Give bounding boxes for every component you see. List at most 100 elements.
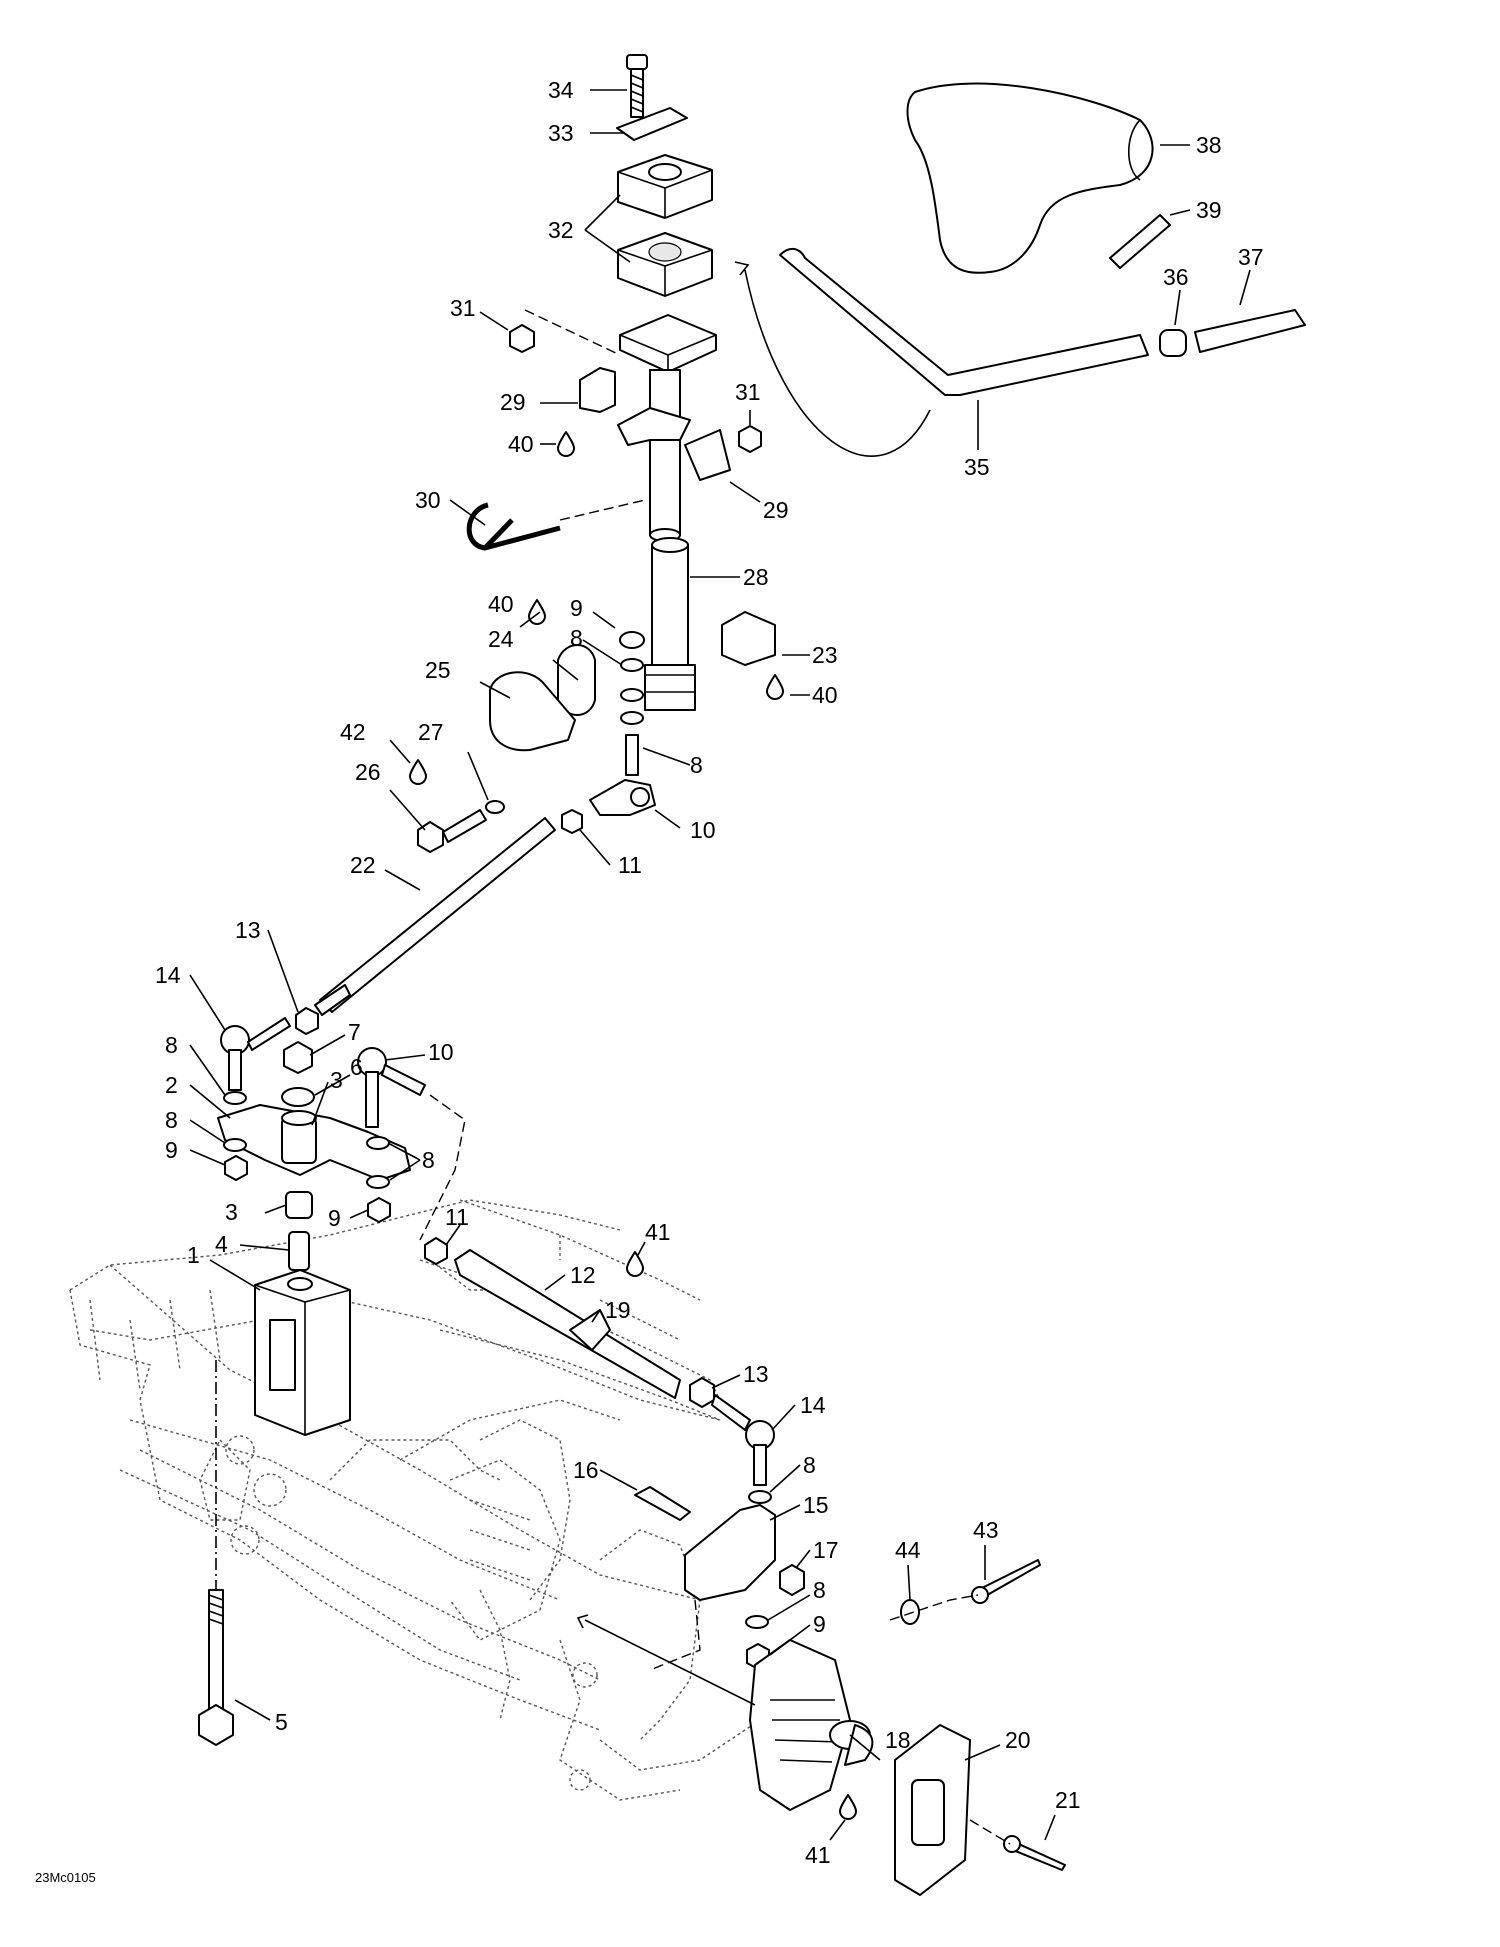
parts [198,54,1306,1896]
callout-9-bottom: 9 [813,1611,826,1637]
callout-41-lower: 41 [805,1842,831,1868]
callout-35: 35 [964,454,990,480]
nut-9 [619,631,645,649]
callout-28: 28 [743,564,769,590]
washer-8-bottom [745,1615,769,1629]
nut-9-arm-left [224,1155,248,1181]
callout-8-bottom: 8 [813,1577,826,1603]
assembly-arrow [744,269,931,457]
leader-lines [189,89,1251,1841]
callout-13-upper: 13 [235,917,261,943]
callout-10-lower: 10 [428,1039,454,1065]
callout-3-lower: 3 [225,1199,238,1225]
callout-41-upper: 41 [645,1219,671,1245]
callout-21: 21 [1055,1787,1081,1813]
spacer-4 [288,1231,310,1271]
callout-1: 1 [187,1242,200,1268]
callout-14-upper: 14 [155,962,181,988]
callout-11-lower: 11 [445,1204,469,1230]
callout-27: 27 [418,719,444,745]
callout-8-right: 8 [422,1147,435,1173]
washer-27 [485,800,505,814]
callout-32: 32 [548,217,574,243]
callout-29: 29 [500,389,526,415]
callout-44: 44 [895,1537,921,1563]
grease-drop-40-c [766,674,784,700]
bushing-29-mid [617,407,691,446]
assembly-line-44-43 [889,1594,979,1621]
callout-29-right: 29 [763,497,789,523]
clamp-25 [489,671,576,752]
callout-11-upper: 11 [618,852,642,878]
callout-9-left: 9 [165,1137,178,1163]
callout-16: 16 [573,1457,599,1483]
callout-24: 24 [488,626,514,652]
washer-44 [900,1599,920,1625]
chassis-frame [69,1199,761,1801]
steering-boot-18 [749,1639,874,1811]
callout-40-mid: 40 [488,591,514,617]
washer-8-mid [620,688,644,702]
bushing-24 [557,644,596,716]
bushing-29-right [684,429,731,481]
steering-column [619,314,717,542]
callout-19: 19 [605,1297,631,1323]
grease-drop-42 [409,759,427,785]
washer-8-arm-right [366,1136,390,1150]
callout-25: 25 [425,657,451,683]
callout-6: 6 [350,1054,363,1080]
callout-34: 34 [548,77,574,103]
callout-31-right: 31 [735,379,761,405]
callout-13-lower: 13 [743,1361,769,1387]
bushing-23 [721,611,776,666]
callout-8-left-top: 8 [165,1032,178,1058]
callout-31: 31 [450,295,476,321]
nut-13-upper [295,1007,319,1035]
callout-labels: 34 33 32 31 29 40 31 29 30 28 38 39 37 3… [35,77,1264,1885]
callout-26: 26 [355,759,381,785]
nut-11-upper [561,809,583,834]
callout-18: 18 [885,1727,911,1753]
handlebar-clamp-32 [617,154,713,297]
nut-31-left [509,324,535,353]
callout-2: 2 [165,1072,178,1098]
callout-22: 22 [350,852,376,878]
callout-42: 42 [340,719,366,745]
callout-38: 38 [1196,132,1222,158]
bushing-29-left [579,367,616,413]
assembly-arrow-boot [584,1619,756,1706]
washer-8-lower [620,711,644,725]
column-arm-15 [684,1504,776,1601]
washer-8-arm-right-lower [366,1175,390,1189]
washer-8-upper [620,658,644,672]
assembly-line-10-11 [419,1094,466,1241]
tie-rod-12 [454,1249,681,1399]
callout-23: 23 [812,642,838,668]
washer-8-arm-left-top [223,1091,247,1105]
nut-13-lower [689,1377,715,1408]
bolt-16 [634,1486,691,1521]
callout-5: 5 [275,1709,288,1735]
callout-8-lower: 8 [803,1452,816,1478]
nut-11-lower [424,1237,448,1265]
sleeve-36 [1159,329,1187,357]
nut-9-arm-right [367,1197,391,1223]
grease-drop-40-b [528,599,546,625]
u-bolt-30 [466,502,561,551]
steering-tube-28 [644,537,696,711]
plate-33 [616,107,688,141]
assembly-line-15-boot [649,1599,701,1671]
callout-30: 30 [415,487,441,513]
washer-8-arm-left [223,1138,247,1152]
collar-19 [569,1309,611,1351]
callout-33: 33 [548,120,574,146]
callout-39: 39 [1196,197,1222,223]
callout-37: 37 [1238,244,1264,270]
callout-15: 15 [803,1492,829,1518]
stud-10-upper [625,734,639,776]
callout-12: 12 [570,1262,596,1288]
bolt-34 [626,54,648,118]
callout-9-right: 9 [328,1205,341,1231]
callout-9-upper: 9 [570,595,583,621]
